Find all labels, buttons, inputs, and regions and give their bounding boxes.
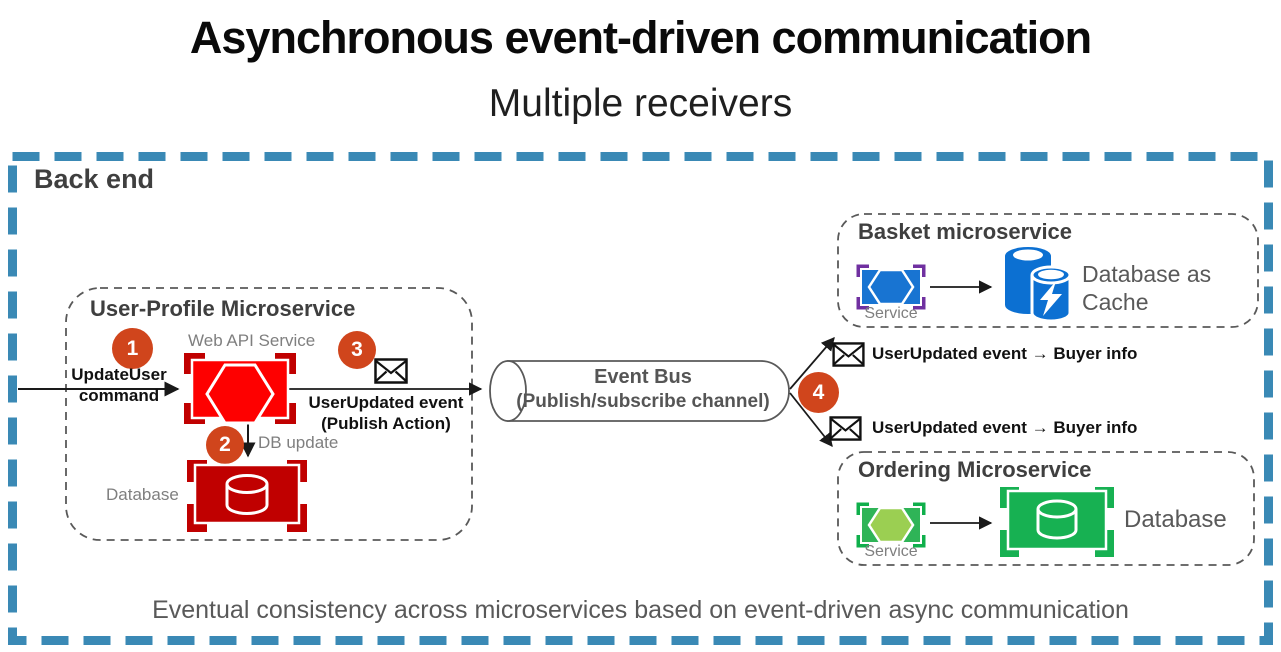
- step-badge-2: 2: [206, 426, 244, 464]
- ordering-service-label: Service: [864, 543, 918, 560]
- step-badge-4: 4: [798, 372, 839, 413]
- basket-service-icon: [856, 264, 926, 310]
- message-envelope-icon: [374, 358, 408, 384]
- ordering-service-icon: [856, 502, 926, 548]
- ordering-box-outline: [837, 451, 1255, 566]
- arrow-bus-to-basket: [789, 336, 835, 390]
- ordering-database-label: Database: [1124, 506, 1227, 533]
- user-updated-event-line1: UserUpdated event: [308, 393, 464, 412]
- message-envelope-ordering-icon: [829, 416, 862, 441]
- page-title: Asynchronous event-driven communication: [189, 12, 1092, 63]
- user-profile-title: User-Profile Microservice: [90, 296, 356, 321]
- basket-title: Basket microservice: [858, 219, 1073, 244]
- user-profile-database-label: Database: [106, 485, 179, 504]
- web-api-service-icon: [184, 353, 296, 431]
- ordering-title: Ordering Microservice: [858, 457, 1092, 482]
- ordering-database-icon: [999, 487, 1115, 557]
- user-profile-box-outline: [65, 287, 473, 541]
- basket-box-outline: [837, 213, 1259, 328]
- arrow-bus-to-ordering: [789, 392, 833, 448]
- page-subtitle: Multiple receivers: [488, 82, 793, 125]
- basket-database-label: Database as Cache: [1082, 261, 1212, 315]
- backend-label: Back end: [34, 164, 155, 194]
- step-badge-3: 3: [338, 331, 376, 369]
- basket-service-label: Service: [864, 305, 918, 322]
- event-bus-title: Event Bus: [594, 366, 692, 388]
- backend-caption: Eventual consistency across microservice…: [152, 596, 1129, 624]
- message-envelope-basket-icon: [832, 342, 865, 367]
- user-profile-database-icon: [186, 460, 308, 532]
- database-as-cache-icon: [999, 243, 1077, 327]
- event-bus-label: Event Bus (Publish/subscribe channel): [500, 364, 786, 413]
- backend-border: [8, 152, 1273, 645]
- web-api-service-label: Web API Service: [188, 331, 316, 350]
- update-user-command-line1: UpdateUser: [71, 365, 167, 384]
- message-to-ordering-label: UserUpdated event → Buyer info: [872, 418, 1138, 437]
- event-bus-cylinder: [489, 360, 790, 422]
- event-bus-subtitle: (Publish/subscribe channel): [516, 391, 770, 412]
- db-update-label: DB update: [258, 433, 339, 452]
- user-updated-event-line2: (Publish Action): [321, 414, 451, 433]
- update-user-command-line2: command: [78, 386, 160, 405]
- step-badge-1: 1: [112, 328, 153, 369]
- message-to-basket-label: UserUpdated event → Buyer info: [872, 344, 1138, 363]
